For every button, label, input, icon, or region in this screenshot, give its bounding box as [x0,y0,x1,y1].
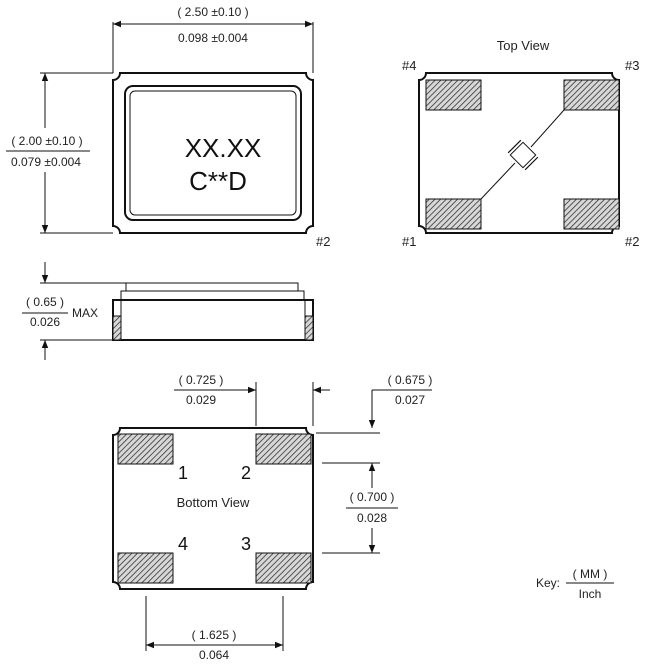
side-view-terminal-left [112,315,122,341]
width-inch-label: 0.098 ±0.004 [178,31,248,45]
dim-0700-inch: 0.028 [357,511,387,525]
bottom-view-title: Bottom View [177,495,250,510]
bottom-pad-number-2: 2 [241,463,251,483]
crystal-symbol [480,109,565,200]
marking-line-2: C**D [189,166,247,196]
bottom-view-pad-3 [255,552,312,584]
dim-0700-mm: ( 0.700 ) [350,490,395,504]
bottom-view-pad-1 [117,433,174,465]
top-view-title: Top View [497,38,550,53]
dim-0700 [322,462,398,554]
top-view-pad-2 [563,198,620,230]
side-height-inch-label: 0.026 [30,315,60,329]
top-view-pin-2: #2 [625,234,639,249]
height-inch-label: 0.079 ±0.004 [11,155,81,169]
dim-0725 [174,382,257,426]
top-view-pad-1 [425,198,482,230]
top-view-pad-4 [425,79,482,111]
key-top: ( MM ) [573,567,608,581]
side-height-dimension [22,262,126,360]
top-view-pad-3 [563,79,620,111]
height-dimension [6,72,113,234]
side-height-max-label: MAX [72,306,98,320]
bottom-pad-number-4: 4 [178,534,188,554]
height-mm-label: ( 2.00 ±0.10 ) [11,134,82,148]
dim-1625 [145,596,284,651]
dim-0675-mm: ( 0.675 ) [388,373,433,387]
dim-1625-inch: 0.064 [199,648,229,662]
width-mm-label: ( 2.50 ±0.10 ) [177,5,248,19]
dim-0725-inch: 0.029 [186,393,216,407]
side-view [112,282,314,341]
width-dimension [112,20,314,73]
side-height-mm-label: ( 0.65 ) [26,295,64,309]
top-view-pin-4: #4 [402,58,416,73]
bottom-pad-number-3: 3 [241,534,251,554]
top-view-body [418,72,620,234]
bottom-pad-number-1: 1 [178,463,188,483]
dim-1625-mm: ( 1.625 ) [192,628,237,642]
bottom-view-pad-4 [117,552,174,584]
top-outline-pin-label: #2 [316,234,330,249]
dim-0675 [312,382,432,434]
marking-line-1: XX.XX [185,133,262,163]
top-view-pin-1: #1 [402,234,416,249]
package-top-outline [112,72,314,234]
key-bottom: Inch [579,587,602,601]
top-view-pin-3: #3 [625,58,639,73]
side-view-terminal-right [304,315,314,341]
bottom-view-pad-2 [255,433,312,465]
key-label: Key: [536,576,560,590]
dim-0725-mm: ( 0.725 ) [179,373,224,387]
dim-0675-inch: 0.027 [395,393,425,407]
